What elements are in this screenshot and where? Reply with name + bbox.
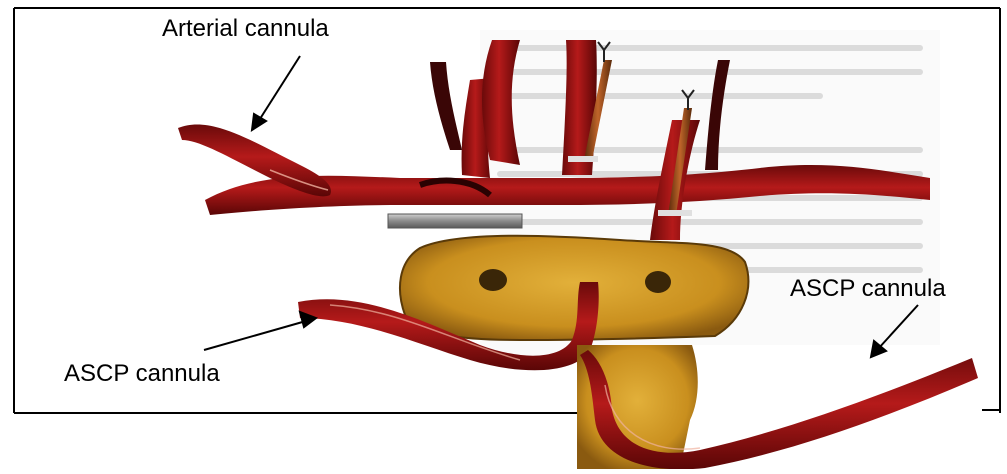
arterial-cannula-label: Arterial cannula [162,17,329,41]
inset-panel [577,345,982,469]
ascp-cannula-label-left: ASCP cannula [64,362,220,386]
vascular-clamp [388,214,522,228]
ascp-cannula-label-right: ASCP cannula [790,277,946,301]
tissue-pad [400,236,748,340]
